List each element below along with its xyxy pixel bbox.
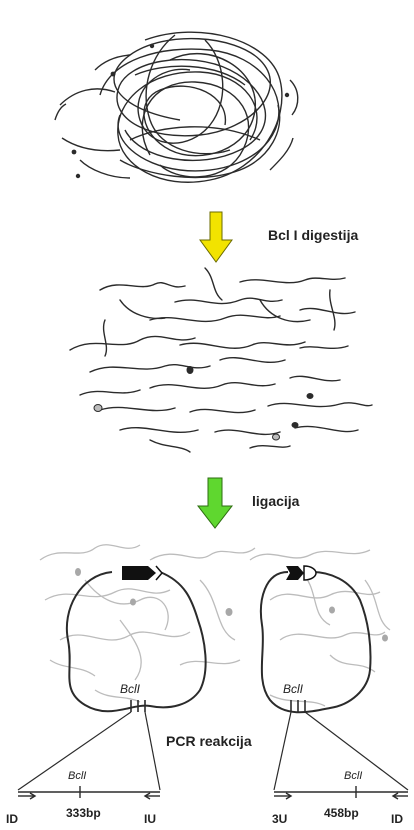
right-product-start-primer: 3U bbox=[272, 812, 287, 826]
digestion-label: Bcl I digestija bbox=[268, 227, 358, 243]
left-product-start-primer: ID bbox=[6, 812, 18, 826]
dna-fragments bbox=[70, 268, 372, 452]
background-chromatin bbox=[40, 545, 390, 706]
left-pcr-product bbox=[18, 786, 160, 799]
right-loop-site-label: BclI bbox=[283, 682, 303, 696]
right-product-size: 458bp bbox=[324, 806, 359, 820]
left-product-end-primer: IU bbox=[144, 812, 156, 826]
pcr-label: PCR reakcija bbox=[166, 733, 252, 749]
right-product-end-primer: ID bbox=[391, 812, 403, 826]
right-pcr-product bbox=[274, 786, 408, 799]
right-product-site-label: BclI bbox=[344, 770, 362, 782]
left-product-site-label: BclI bbox=[68, 770, 86, 782]
ligation-label: ligacija bbox=[252, 493, 299, 509]
digestion-arrow bbox=[200, 212, 232, 262]
chromatin-ball bbox=[55, 32, 298, 182]
ligation-arrow bbox=[198, 478, 232, 528]
left-product-size: 333bp bbox=[66, 806, 101, 820]
right-ligated-circle bbox=[261, 566, 371, 712]
left-loop-site-label: BclI bbox=[120, 682, 140, 696]
